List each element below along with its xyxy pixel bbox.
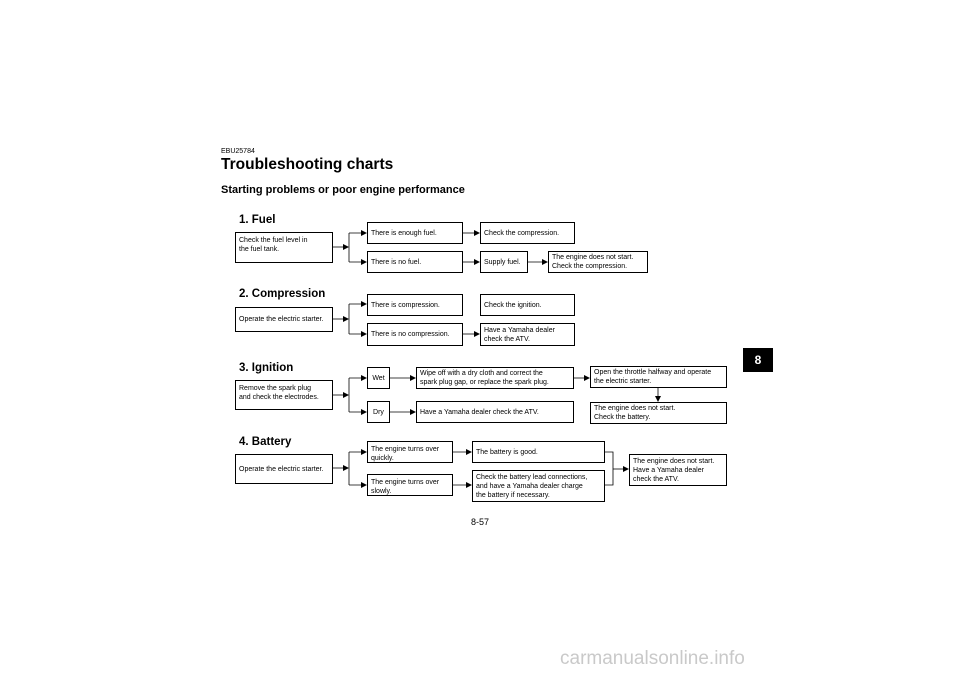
fuel-result-check-compression: Check the compression. <box>480 222 575 244</box>
battery-branch-slow: The engine turns over slowly. <box>367 474 453 496</box>
section-heading-fuel: 1. Fuel <box>239 214 276 226</box>
ignition-result-check-battery: The engine does not start. Check the bat… <box>590 402 727 424</box>
fuel-action-supply: Supply fuel. <box>480 251 528 273</box>
ignition-action-dealer: Have a Yamaha dealer check the ATV. <box>416 401 574 423</box>
page-number: 8-57 <box>470 517 489 527</box>
battery-result-check-leads: Check the battery lead connections, and … <box>472 470 605 502</box>
ignition-branch-wet: Wet <box>367 367 390 389</box>
section-heading-battery: 4. Battery <box>239 436 292 448</box>
fuel-result-no-start: The engine does not start. Check the com… <box>548 251 648 273</box>
battery-branch-quick: The engine turns over quickly. <box>367 441 453 463</box>
page-title: Troubleshooting charts <box>221 156 394 173</box>
compression-result-check-ignition: Check the ignition. <box>480 294 575 316</box>
fuel-branch-none: There is no fuel. <box>367 251 463 273</box>
battery-start-box: Operate the electric starter. <box>235 454 333 484</box>
compression-start-box: Operate the electric starter. <box>235 307 333 332</box>
ignition-result-operate-starter: Open the throttle halfway and operate th… <box>590 366 727 388</box>
section-heading-compression: 2. Compression <box>239 288 326 300</box>
battery-final-dealer: The engine does not start. Have a Yamaha… <box>629 454 727 486</box>
fuel-branch-enough: There is enough fuel. <box>367 222 463 244</box>
compression-branch-yes: There is compression. <box>367 294 463 316</box>
section-heading-ignition: 3. Ignition <box>239 362 294 374</box>
battery-result-good: The battery is good. <box>472 441 605 463</box>
ignition-action-wipe: Wipe off with a dry cloth and correct th… <box>416 367 574 389</box>
compression-branch-no: There is no compression. <box>367 323 463 346</box>
document-code: EBU25784 <box>221 148 255 155</box>
fuel-start-box: Check the fuel level in the fuel tank. <box>235 232 333 263</box>
watermark: carmanualsonline.info <box>560 648 745 669</box>
compression-result-dealer: Have a Yamaha dealer check the ATV. <box>480 323 575 346</box>
ignition-branch-dry: Dry <box>367 401 390 423</box>
page-subtitle: Starting problems or poor engine perform… <box>221 184 465 196</box>
ignition-start-box: Remove the spark plug and check the elec… <box>235 380 333 410</box>
chapter-tab: 8 <box>743 348 773 372</box>
